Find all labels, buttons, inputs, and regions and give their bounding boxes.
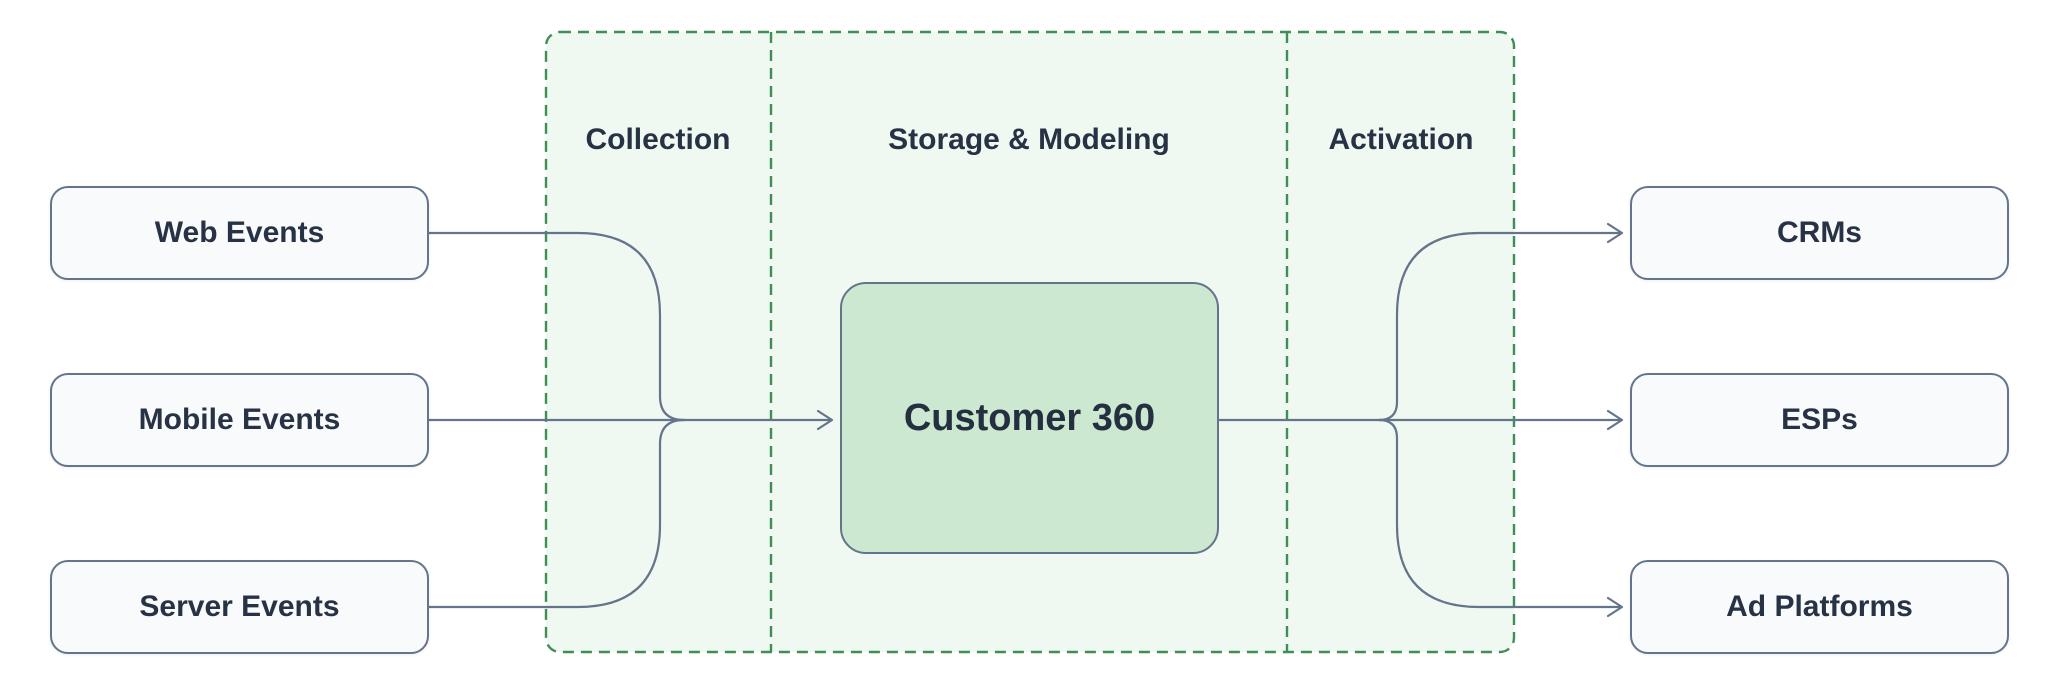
node-customer-360-label: Customer 360 (903, 396, 1156, 439)
connector-server-events (427, 418, 686, 609)
section-label-activation: Activation (1328, 123, 1474, 156)
arrowhead-into-core (816, 409, 834, 431)
node-ad-platforms-label: Ad Platforms (1726, 590, 1913, 623)
connector-core-to-crms (1377, 231, 1622, 422)
node-esps-label: ESPs (1781, 403, 1858, 436)
node-server-events-label: Server Events (139, 590, 340, 623)
connector-web-events (427, 231, 686, 422)
arrowhead-into-crms (1606, 222, 1624, 244)
connector-core-to-ad-platforms (1377, 418, 1622, 609)
node-customer-360[interactable]: Customer 360 (840, 282, 1219, 554)
node-mobile-events[interactable]: Mobile Events (50, 373, 429, 467)
section-label-collection: Collection (585, 123, 731, 156)
node-server-events[interactable]: Server Events (50, 560, 429, 654)
node-ad-platforms[interactable]: Ad Platforms (1630, 560, 2009, 654)
node-esps[interactable]: ESPs (1630, 373, 2009, 467)
section-label-storage-modeling: Storage & Modeling (888, 123, 1170, 156)
node-crms-label: CRMs (1776, 216, 1862, 249)
node-crms[interactable]: CRMs (1630, 186, 2009, 280)
arrowhead-into-ad-platforms (1606, 596, 1624, 618)
arrowhead-into-esps (1606, 409, 1624, 431)
node-web-events-label: Web Events (154, 216, 325, 249)
node-web-events[interactable]: Web Events (50, 186, 429, 280)
node-mobile-events-label: Mobile Events (138, 403, 341, 436)
